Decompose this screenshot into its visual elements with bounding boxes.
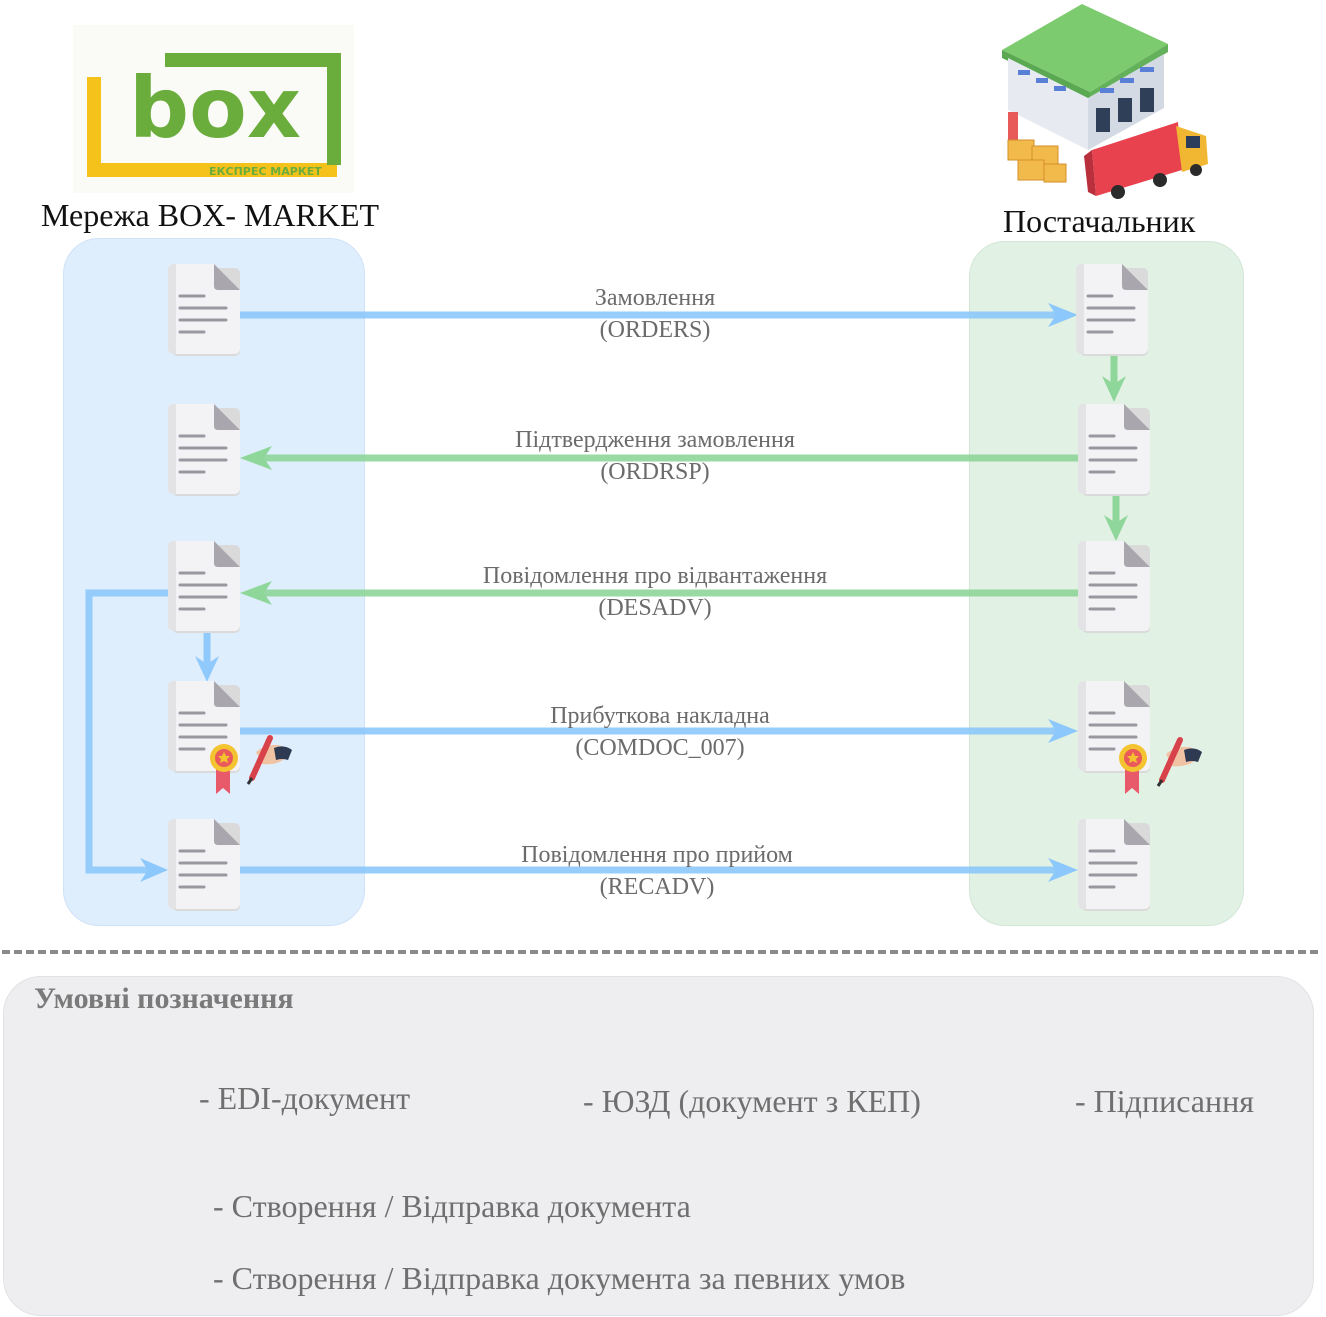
flow-name: Повідомлення про відвантаження xyxy=(482,563,828,589)
vertical-arrow-left xyxy=(195,632,219,682)
flow-name: Замовлення xyxy=(594,285,716,311)
flow-label-recadv: Повідомлення про прийом (RECADV) xyxy=(407,839,907,903)
flow-arrow-2 xyxy=(240,581,1082,605)
legend-title: Умовні позначення xyxy=(34,982,294,1015)
flow-name: Підтвердження замовлення xyxy=(515,427,795,453)
flow-label-orders: Замовлення (ORDERS) xyxy=(405,282,905,346)
legend-edi-label: - EDI-документ xyxy=(199,1080,411,1116)
flow-arrow-head xyxy=(1048,858,1078,882)
vertical-arrow-right-2 xyxy=(1104,495,1128,541)
signing-icon-right xyxy=(1158,740,1202,786)
flow-code: (COMDOC_007) xyxy=(575,735,745,761)
logo-tagline: ЕКСПРЕС МАРКЕТ xyxy=(209,165,322,178)
warehouse-illustration xyxy=(1000,0,1215,200)
flow-name: Прибуткова накладна xyxy=(550,703,770,729)
signing-icon-left xyxy=(248,738,292,784)
doc-right-desadv xyxy=(1076,539,1152,635)
flow-arrow-head xyxy=(240,446,272,470)
flow-label-desadv: Повідомлення про відвантаження (DESADV) xyxy=(405,560,905,624)
flow-code: (ORDRSP) xyxy=(600,459,710,485)
legend-signing-label: - Підписання xyxy=(1075,1083,1254,1119)
box-market-logo: box ЕКСПРЕС МАРКЕТ xyxy=(73,25,354,193)
flow-arrow-head xyxy=(240,581,272,605)
flow-name: Повідомлення про прийом xyxy=(521,842,793,868)
section-divider xyxy=(2,950,1318,954)
flow-code: (RECADV) xyxy=(599,874,715,900)
right-party-title: Постачальник xyxy=(1003,203,1196,239)
doc-right-recadv xyxy=(1076,817,1152,913)
logo-brand-text: box xyxy=(129,59,301,157)
flow-arrow-head xyxy=(1048,303,1078,327)
flow-label-comdoc: Прибуткова накладна (COMDOC_007) xyxy=(410,700,910,764)
flow-arrow-head xyxy=(1048,719,1078,743)
vertical-arrow-right-1 xyxy=(1102,356,1126,402)
flow-arrow-3 xyxy=(240,719,1078,743)
doc-right-orders xyxy=(1074,262,1150,358)
legend-panel xyxy=(3,976,1314,1316)
left-connector-line xyxy=(85,589,170,874)
left-party-title: Мережа BOX- MARKET xyxy=(41,197,380,233)
flow-arrow-0 xyxy=(240,303,1078,327)
legend-yuzd-label: - ЮЗД (документ з КЕП) xyxy=(583,1083,921,1119)
left-connector-arrowhead xyxy=(140,858,168,882)
doc-left-recadv xyxy=(166,817,242,913)
flow-arrow-4 xyxy=(240,858,1078,882)
doc-left-desadv xyxy=(166,539,242,635)
flow-label-ordrsp: Підтвердження замовлення (ORDRSP) xyxy=(405,424,905,488)
legend-dotted-label: - Створення / Відправка документа за пев… xyxy=(213,1260,906,1296)
doc-left-orders xyxy=(166,262,242,358)
flow-code: (DESADV) xyxy=(598,595,712,621)
flow-code: (ORDERS) xyxy=(599,317,711,343)
legend-solid-label: - Створення / Відправка документа xyxy=(213,1188,691,1224)
doc-right-ordrsp xyxy=(1076,402,1152,498)
doc-left-ordrsp xyxy=(166,402,242,498)
flow-arrow-1 xyxy=(240,446,1082,470)
